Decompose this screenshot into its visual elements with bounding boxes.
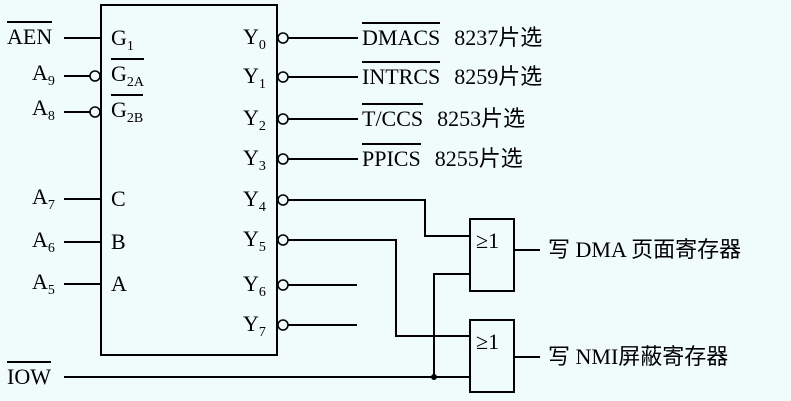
aen-label: AEN: [7, 21, 53, 49]
y3-bubble: [277, 153, 289, 165]
or-gate-2: [469, 319, 515, 393]
y5-pin-label: Y5: [243, 226, 266, 255]
c-pin-label: C: [111, 186, 126, 211]
iow-junction-dot: [431, 374, 437, 380]
iow-branch-gate1: [433, 273, 470, 377]
g2b-inversion-bubble: [89, 106, 101, 118]
y3-pin-label: Y3: [243, 145, 266, 174]
g2a-pin-label: G2A: [111, 58, 145, 90]
a-pin-label: A: [111, 271, 127, 296]
y0-bubble: [277, 32, 289, 44]
y0-pin-label: Y0: [243, 24, 266, 53]
decoder-body: [100, 4, 278, 356]
y4-pin-label: Y4: [243, 186, 266, 215]
y1-pin-label: Y1: [243, 63, 266, 92]
iow-label: IOW: [7, 361, 51, 389]
y7-pin-label: Y7: [243, 311, 266, 340]
a9-label: A9: [32, 60, 55, 89]
g2b-pin-label: G2B: [111, 94, 144, 126]
a5-label: A5: [32, 269, 55, 298]
gate-1-symbol: ≥1: [476, 228, 500, 253]
gate-2-symbol: ≥1: [476, 329, 500, 354]
y2-pin-label: Y2: [243, 105, 266, 134]
y1-bubble: [277, 71, 289, 83]
y2-bubble: [277, 113, 289, 125]
y6-pin-label: Y6: [243, 271, 266, 300]
a8-label: A8: [32, 95, 55, 124]
or-gate-1: [469, 218, 515, 292]
gate-1-output-label: 写 DMA 页面寄存器: [548, 237, 742, 262]
y6-bubble: [277, 279, 289, 291]
g2a-inversion-bubble: [89, 70, 101, 82]
g1-pin-label: G1: [111, 25, 134, 54]
y4-bubble: [277, 194, 289, 206]
y4-wire: [288, 199, 470, 237]
y5-wire: [288, 239, 470, 337]
b-pin-label: B: [111, 229, 126, 254]
a7-label: A7: [32, 184, 55, 213]
a6-label: A6: [32, 227, 55, 256]
y7-bubble: [277, 319, 289, 331]
y5-bubble: [277, 234, 289, 246]
gate-2-output-label: 写 NMI屏蔽寄存器: [548, 344, 729, 369]
